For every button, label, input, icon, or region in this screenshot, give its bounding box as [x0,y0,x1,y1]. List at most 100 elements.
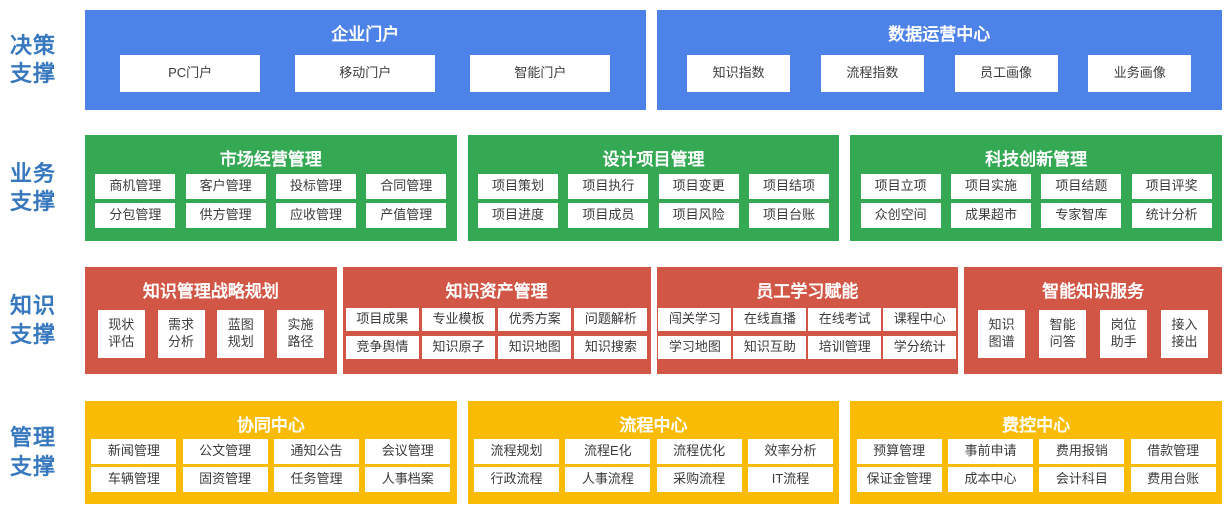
chip-rows: 项目立项项目实施项目结题项目评奖众创空间成果超市专家智库统计分析 [850,170,1222,232]
module-chip: 培训管理 [808,336,882,360]
layer-label-business: 业务 支撑 [10,160,57,214]
chip-row: 车辆管理固资管理任务管理人事档案 [85,467,457,492]
module-chip: 流程优化 [656,439,742,464]
module-chip: 成果超市 [951,203,1031,228]
module-chip: 岗位 助手 [1100,309,1148,358]
module-chip: 知识指数 [687,54,791,92]
module-chip: 费用报销 [1039,439,1125,464]
module-chip: 优秀方案 [498,307,572,331]
chip-rows: 现状 评估需求 分析蓝图 规划实施 路径 [85,302,337,365]
module-chip: 项目台账 [748,203,829,228]
chip-row: 项目立项项目实施项目结题项目评奖 [850,174,1222,199]
module-chip: 项目评奖 [1131,174,1212,199]
chip-row: 闯关学习在线直播在线考试课程中心 [657,307,959,331]
module-chip: 项目策划 [478,174,558,199]
panel-group: 知识管理战略规划现状 评估需求 分析蓝图 规划实施 路径知识资产管理项目成果专业… [85,267,1222,374]
module-chip: 项目变更 [658,174,739,199]
module-panel: 市场经营管理商机管理客户管理投标管理合同管理分包管理供方管理应收管理产值管理 [85,135,457,241]
module-chip: 在线考试 [808,307,882,331]
module-chip: 投标管理 [275,174,356,199]
module-chip: 费用台账 [1130,467,1216,492]
module-chip: 项目进度 [478,203,558,228]
chip-row: 知识指数流程指数员工画像业务画像 [657,54,1223,92]
module-chip: 移动门户 [295,54,436,92]
module-chip: 学习地图 [658,336,732,360]
module-chip: 项目结题 [1041,174,1122,199]
module-panel: 数据运营中心知识指数流程指数员工画像业务画像 [656,10,1223,110]
module-chip: 专家智库 [1041,203,1122,228]
module-chip: 课程中心 [883,307,957,331]
module-chip: 智能 问答 [1039,309,1087,358]
panel-title: 智能知识服务 [1042,282,1145,301]
module-chip: 业务画像 [1088,54,1192,92]
module-chip: 固资管理 [182,467,268,492]
module-chip: 预算管理 [856,439,942,464]
module-chip: 借款管理 [1130,439,1216,464]
module-chip: 智能门户 [470,54,611,92]
module-panel: 知识资产管理项目成果专业模板优秀方案问题解析竞争舆情知识原子知识地图知识搜索 [342,267,651,374]
module-chip: 效率分析 [747,439,833,464]
chip-row: 项目成果专业模板优秀方案问题解析 [343,307,651,331]
module-chip: 知识搜索 [574,336,648,360]
module-chip: 应收管理 [275,203,356,228]
layer-label-knowledge: 知识 支撑 [10,293,57,347]
module-chip: 成本中心 [948,467,1033,492]
module-chip: 流程E化 [565,439,651,464]
module-chip: 人事流程 [565,467,651,492]
chip-rows: 项目成果专业模板优秀方案问题解析竞争舆情知识原子知识地图知识搜索 [343,302,651,365]
module-chip: 车辆管理 [91,467,177,492]
module-chip: 知识原子 [422,336,496,360]
module-chip: 流程规划 [474,439,559,464]
module-chip: 项目结项 [748,174,829,199]
module-chip: 问题解析 [574,307,648,331]
module-chip: 保证金管理 [856,467,942,492]
chip-row: 知识 图谱智能 问答岗位 助手接入 接出 [964,309,1222,358]
module-chip: 产值管理 [366,203,447,228]
chip-rows: 商机管理客户管理投标管理合同管理分包管理供方管理应收管理产值管理 [85,170,457,232]
module-chip: 供方管理 [185,203,266,228]
module-panel: 科技创新管理项目立项项目实施项目结题项目评奖众创空间成果超市专家智库统计分析 [850,135,1223,241]
chip-row: 预算管理事前申请费用报销借款管理 [850,439,1222,464]
chip-row: 商机管理客户管理投标管理合同管理 [85,174,457,199]
panel-title: 员工学习赋能 [756,282,859,301]
module-panel: 费控中心预算管理事前申请费用报销借款管理保证金管理成本中心会计科目费用台账 [850,401,1223,504]
module-chip: 商机管理 [95,174,176,199]
module-chip: 会议管理 [365,439,451,464]
panel-title: 协同中心 [236,416,305,435]
chip-row: 分包管理供方管理应收管理产值管理 [85,203,457,228]
module-chip: 需求 分析 [157,309,205,358]
chip-row: 项目策划项目执行项目变更项目结项 [468,174,840,199]
module-chip: IT流程 [747,467,833,492]
layer-label-management: 管理 支撑 [10,425,57,479]
module-chip: 人事档案 [365,467,451,492]
layer-row-business: 业务 支撑市场经营管理商机管理客户管理投标管理合同管理分包管理供方管理应收管理产… [0,135,1223,241]
module-panel: 员工学习赋能闯关学习在线直播在线考试课程中心学习地图知识互助培训管理学分统计 [656,267,959,374]
module-chip: 学分统计 [883,336,957,360]
module-chip: 事前申请 [948,439,1033,464]
module-chip: 行政流程 [474,467,559,492]
module-panel: 知识管理战略规划现状 评估需求 分析蓝图 规划实施 路径 [85,267,337,374]
module-chip: 采购流程 [656,467,742,492]
module-chip: 流程指数 [820,54,924,92]
module-chip: 实施 路径 [277,309,324,358]
chip-row: 学习地图知识互助培训管理学分统计 [657,336,959,360]
module-chip: 知识 图谱 [978,309,1026,358]
chip-row: 流程规划流程E化流程优化效率分析 [468,439,840,464]
module-chip: 现状 评估 [97,309,145,358]
module-chip: 通知公告 [273,439,359,464]
chip-row: 众创空间成果超市专家智库统计分析 [850,203,1222,228]
module-chip: 在线直播 [733,307,807,331]
module-chip: 众创空间 [860,203,941,228]
module-chip: 合同管理 [366,174,447,199]
panel-title: 设计项目管理 [602,150,705,169]
chip-row: 现状 评估需求 分析蓝图 规划实施 路径 [85,309,337,358]
panel-title: 市场经营管理 [219,150,322,169]
panel-title: 数据运营中心 [888,25,991,44]
